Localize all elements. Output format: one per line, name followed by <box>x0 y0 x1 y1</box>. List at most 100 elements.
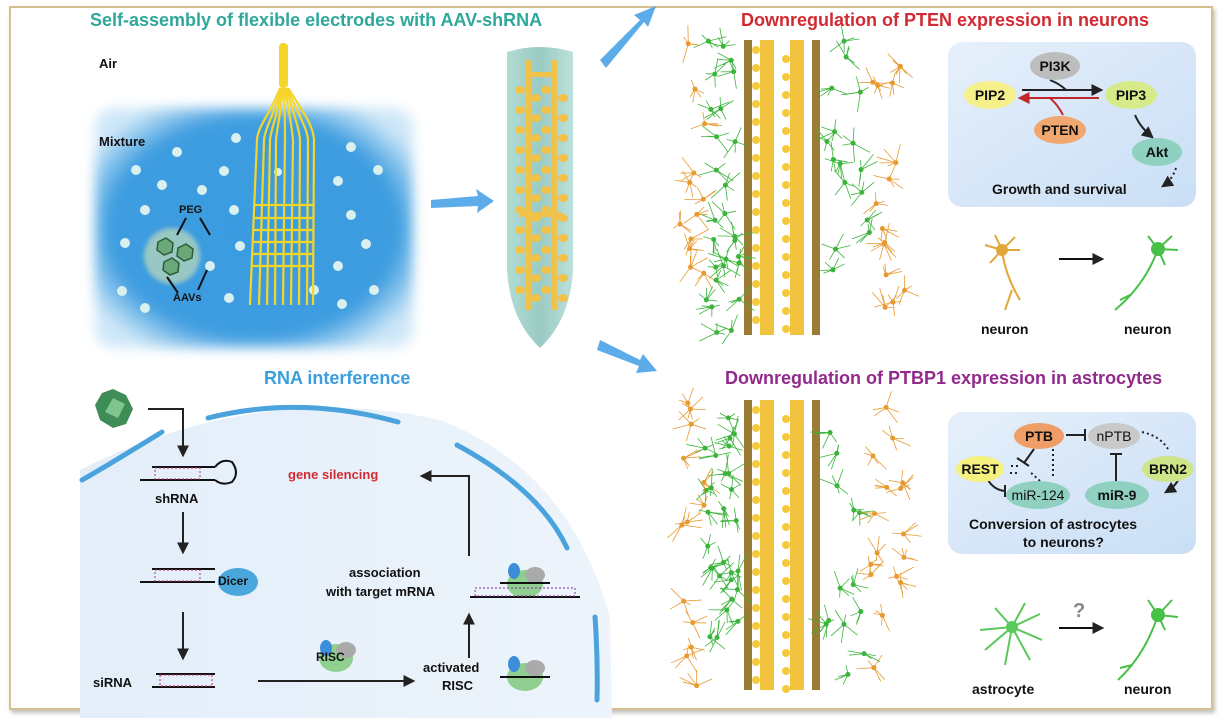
cell-process <box>883 243 897 258</box>
cell-process <box>903 533 911 543</box>
process-arrows <box>431 6 657 373</box>
cell-process <box>896 566 914 577</box>
conversion-label-line1: Conversion of astrocytes <box>969 516 1138 532</box>
electrode-pad <box>782 163 790 171</box>
cell-process <box>859 513 875 521</box>
cell-process <box>672 423 692 430</box>
cell-process <box>722 40 730 47</box>
cell-process <box>873 667 882 682</box>
cell-process <box>885 271 902 276</box>
probe-pad <box>558 174 568 182</box>
cell-process <box>816 135 828 142</box>
probe-pad <box>558 214 568 222</box>
cell-process <box>702 487 712 491</box>
cell-process <box>875 484 887 488</box>
cell-process <box>731 575 739 581</box>
cell-process <box>678 521 688 528</box>
activated-risc-icon <box>500 656 550 691</box>
cell-process <box>686 644 689 656</box>
cell-process <box>699 213 716 221</box>
electrode-pad <box>752 100 760 108</box>
cell-process <box>888 425 894 439</box>
cell-process <box>708 259 717 268</box>
risc-complex-icon <box>319 640 356 672</box>
cell-process <box>719 97 722 109</box>
cell-process <box>904 285 912 291</box>
electrode-pad <box>782 433 790 441</box>
cell-process <box>674 655 687 669</box>
electrode-pad <box>752 424 760 432</box>
cell-process <box>707 511 712 526</box>
neuron-label-left: neuron <box>981 321 1029 337</box>
electrode-pad <box>752 82 760 90</box>
electrode-pad <box>782 253 790 261</box>
cell-process <box>845 47 850 58</box>
electrode-shank <box>790 400 804 690</box>
cell-process <box>827 453 838 467</box>
cell-body <box>80 407 612 718</box>
cell-process <box>678 408 691 421</box>
cell-process <box>836 485 840 494</box>
cell-process <box>690 647 694 659</box>
cell-process <box>716 332 726 335</box>
mixture-label: Mixture <box>99 134 146 149</box>
cell-process <box>683 449 698 459</box>
node-pip3: PIP3 <box>1105 81 1157 109</box>
cell-process <box>705 41 724 47</box>
gene-silencing-label: gene silencing <box>288 467 379 482</box>
cell-process <box>824 604 830 621</box>
cell-process <box>720 108 727 120</box>
electrode-pad <box>752 208 760 216</box>
probe-pad <box>541 86 551 94</box>
cell-process <box>683 600 689 616</box>
electrode-shank <box>812 400 820 690</box>
cell-process <box>884 242 896 252</box>
cell-process <box>694 88 705 94</box>
cell-process <box>841 25 845 42</box>
cell-process <box>687 408 691 419</box>
cell-process <box>715 261 724 268</box>
cell-process <box>683 600 691 606</box>
cell-process <box>731 572 742 578</box>
cell-process <box>728 462 746 474</box>
cell-process <box>899 66 913 78</box>
cell-process <box>695 489 707 501</box>
cell-process <box>852 142 871 153</box>
cell-process <box>847 650 865 654</box>
cell-process <box>690 123 705 130</box>
cell-process <box>900 484 910 489</box>
cell-process <box>687 672 698 687</box>
cell-process <box>737 614 747 622</box>
electrode-pad <box>782 91 790 99</box>
cell-process <box>709 620 713 637</box>
cell-process <box>836 468 844 486</box>
cell-process <box>729 445 743 451</box>
cell-process <box>808 618 827 625</box>
cell-process <box>667 524 683 539</box>
cell-process <box>683 458 689 469</box>
cell-process <box>720 598 733 612</box>
cell-process <box>685 238 692 256</box>
cell-process <box>831 475 838 486</box>
cell-process <box>681 157 695 174</box>
cell-process <box>723 508 727 528</box>
electrode-pad <box>782 667 790 675</box>
cell-process <box>696 209 709 215</box>
cell-process <box>852 143 855 162</box>
cell-process <box>870 243 885 252</box>
cell-process <box>719 562 735 577</box>
cell-process <box>697 494 705 506</box>
cell-process <box>817 87 832 93</box>
electrode-shank <box>790 40 804 335</box>
cell-process <box>723 265 726 278</box>
cell-process <box>702 568 713 586</box>
cell-process <box>696 678 713 687</box>
electrode-pad <box>752 478 760 486</box>
cell-process <box>738 286 752 300</box>
cell-process <box>856 572 872 575</box>
cell-process <box>858 169 862 187</box>
cell-process <box>712 567 722 578</box>
cell-process <box>725 172 741 186</box>
risc-label: RISC <box>316 650 345 664</box>
cell-process <box>713 59 732 69</box>
